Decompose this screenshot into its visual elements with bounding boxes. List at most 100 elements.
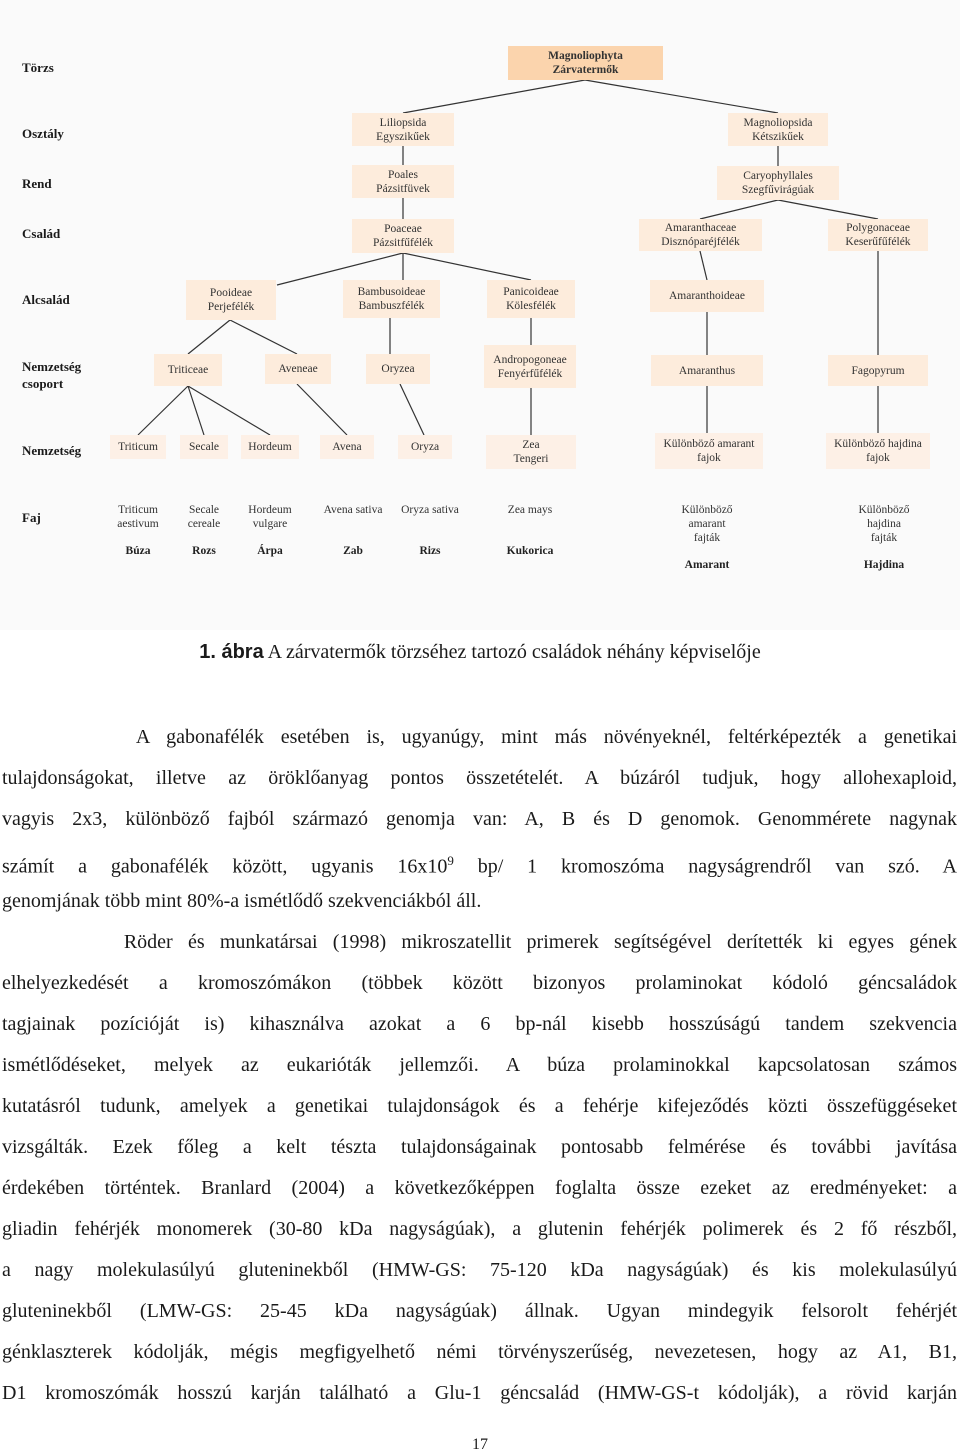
node-caryophyllales: Caryophyllales Szegfűvirágúak bbox=[717, 166, 839, 200]
node-genus-zea: Zea Tengeri bbox=[486, 435, 576, 469]
species-label: aestivum bbox=[117, 518, 159, 530]
text-line: kutatásról tudunk, amelyek a genetikai t… bbox=[2, 1095, 957, 1117]
node-label: Polygonaceae bbox=[846, 222, 910, 234]
node-label: Perjefélék bbox=[207, 301, 255, 313]
text-line: ismétlődéseket, melyek az eukarióták jel… bbox=[2, 1054, 957, 1076]
node-label: fajok bbox=[866, 452, 890, 464]
node-liliopsida: Liliopsida Egyszikűek bbox=[352, 113, 454, 146]
species-label: hajdina bbox=[867, 518, 901, 530]
node-polygonaceae: Polygonaceae Keserűfűfélék bbox=[828, 219, 928, 251]
node-label: Avena bbox=[332, 441, 362, 453]
node-label: Amaranthus bbox=[678, 364, 736, 377]
node-pooideae: Pooideae Perjefélék bbox=[186, 280, 276, 320]
node-aveneae: Aveneae bbox=[265, 354, 331, 384]
node-label: Kétszikűek bbox=[752, 130, 804, 143]
node-label: Pázsitfűfélék bbox=[372, 237, 434, 249]
paragraph-1: A gabonafélék esetében is, ugyanúgy, min… bbox=[2, 717, 957, 922]
node-label: Zea bbox=[522, 439, 540, 451]
species-triticum-aestivum: Triticum aestivum bbox=[117, 503, 159, 531]
node-label: Fagopyrum bbox=[851, 364, 905, 377]
species-label: Oryza sativa bbox=[401, 504, 459, 516]
node-genus-hajdina-fajok: Különböző hajdina fajok bbox=[826, 433, 930, 469]
common-name-hajdina: Hajdina bbox=[863, 559, 905, 571]
page-number: 17 bbox=[472, 1436, 488, 1453]
species-secale-cereale: Secale cereale bbox=[188, 503, 221, 531]
species-hajdina-fajtak: Különböző hajdina fajták bbox=[858, 503, 909, 545]
species-label: amarant bbox=[688, 518, 726, 530]
rank-label-species: Faj bbox=[22, 510, 41, 525]
text-line: a nagy molekulasúlyú gluteninekből (HMW-… bbox=[2, 1259, 957, 1281]
text-fragment: bp/ 1 kromoszóma nagyságrendről van szó.… bbox=[453, 855, 957, 878]
text-line: A gabonafélék esetében is, ugyanúgy, min… bbox=[2, 726, 957, 748]
species-label: Triticum bbox=[118, 504, 158, 516]
text-fragment: számít a gabonafélék között, ugyanis 16x… bbox=[2, 855, 448, 878]
rank-label-family: Család bbox=[22, 226, 61, 241]
node-label: Tengeri bbox=[513, 453, 549, 465]
paragraph-2: Röder és munkatársai (1998) mikroszatell… bbox=[2, 922, 957, 1414]
node-andropogoneae: Andropogoneae Fenyérfűfélék bbox=[484, 345, 576, 388]
node-label: Oryza bbox=[410, 441, 440, 453]
common-name-buza: Búza bbox=[125, 545, 151, 557]
rank-label-phylum: Törzs bbox=[22, 60, 54, 75]
node-label: Caryophyllales bbox=[743, 170, 813, 182]
taxonomy-connector-lines bbox=[137, 79, 879, 436]
text-line: genomjának több mint 80%-a ismétlődő sze… bbox=[2, 890, 482, 912]
text-line: gliadin fehérjék monomerek (30-80 kDa na… bbox=[2, 1218, 957, 1240]
node-genus-hordeum: Hordeum bbox=[241, 435, 299, 459]
node-magnoliopsida: Magnoliopsida Kétszikűek bbox=[728, 113, 828, 146]
node-panicoideae: Panicoideae Kölesfélék bbox=[487, 280, 575, 318]
node-label: Pázsitfüvek bbox=[376, 182, 430, 195]
node-label: Oryzea bbox=[381, 363, 415, 375]
text-line: tulajdonságokat, illetve az öröklőanyag … bbox=[2, 767, 957, 789]
node-bambusoideae: Bambusoideae Bambuszfélék bbox=[343, 280, 440, 318]
text-line: vagyis 2x3, különböző fajból származó ge… bbox=[2, 808, 957, 830]
node-label: Liliopsida bbox=[379, 116, 427, 129]
node-genus-amarant-fajok: Különböző amarant fajok bbox=[655, 433, 763, 469]
node-label: Disznóparéjfélék bbox=[661, 236, 740, 248]
species-label: vulgare bbox=[252, 518, 288, 530]
rank-label-tribe: Nemzetség csoport bbox=[22, 359, 82, 391]
node-oryzea: Oryzea bbox=[366, 354, 430, 384]
species-label: Zea mays bbox=[507, 504, 553, 516]
species-label: fajták bbox=[870, 532, 898, 544]
node-label: Poales bbox=[387, 168, 419, 181]
text-line: számít a gabonafélék között, ugyanis 16x… bbox=[2, 840, 957, 881]
node-label: Egyszikűek bbox=[376, 130, 430, 143]
node-label: Andropogoneae bbox=[493, 353, 567, 366]
node-label: Szegfűvirágúak bbox=[741, 184, 815, 196]
species-avena-sativa: Avena sativa bbox=[324, 503, 383, 517]
common-name-zab: Zab bbox=[343, 545, 363, 557]
text-line: érdekében történtek. Branlard (2004) a k… bbox=[2, 1177, 957, 1199]
node-label: Panicoideae bbox=[503, 286, 559, 298]
text-line: gluteninekből (LMW-GS: 25-45 kDa nagyság… bbox=[2, 1300, 957, 1322]
species-amarant-fajtak: Különböző amarant fajták bbox=[681, 503, 732, 545]
caption-label: 1. ábra bbox=[199, 641, 264, 663]
text-line: elhelyezkedését a kromoszómákon (többek … bbox=[2, 972, 957, 994]
node-amaranthoideae: Amaranthoideae bbox=[650, 280, 764, 312]
node-label: Amaranthoideae bbox=[669, 290, 745, 302]
node-label: Pooideae bbox=[209, 287, 253, 299]
species-label: fajták bbox=[693, 532, 721, 544]
node-label: Fenyérfűfélék bbox=[497, 367, 563, 380]
text-line: vizsgálták. Ezek főleg a kelt tészta tul… bbox=[2, 1136, 957, 1158]
node-magnoliophyta: Magnoliophyta Zárvatermők bbox=[508, 46, 663, 80]
node-genus-avena: Avena bbox=[320, 435, 374, 459]
node-triticeae: Triticeae bbox=[154, 354, 222, 386]
rank-label-genus: Nemzetség bbox=[22, 443, 82, 458]
species-label: Különböző bbox=[681, 504, 733, 516]
node-genus-oryza: Oryza bbox=[398, 435, 452, 459]
node-label: Secale bbox=[188, 441, 219, 453]
superscript: 9 bbox=[447, 853, 454, 868]
node-genus-secale: Secale bbox=[180, 435, 228, 459]
taxonomy-figure: Törzs Osztály Rend Család Alcsalád Nemze… bbox=[0, 0, 960, 630]
node-genus-triticum: Triticum bbox=[110, 435, 166, 459]
node-fagopyrum: Fagopyrum bbox=[828, 355, 928, 386]
species-label: Különböző bbox=[858, 504, 910, 516]
caption-text: A zárvatermők törzséhez tartozó családok… bbox=[263, 641, 761, 663]
text-line: D1 kromoszómák hosszú karján található a… bbox=[2, 1382, 957, 1404]
node-label: Kölesfélék bbox=[506, 300, 556, 312]
common-name-amarant: Amarant bbox=[684, 559, 730, 571]
species-oryza-sativa: Oryza sativa bbox=[401, 503, 459, 517]
node-label: Triticum bbox=[118, 441, 158, 453]
figure-caption: 1. ábra A zárvatermők törzséhez tartozó … bbox=[0, 641, 960, 664]
